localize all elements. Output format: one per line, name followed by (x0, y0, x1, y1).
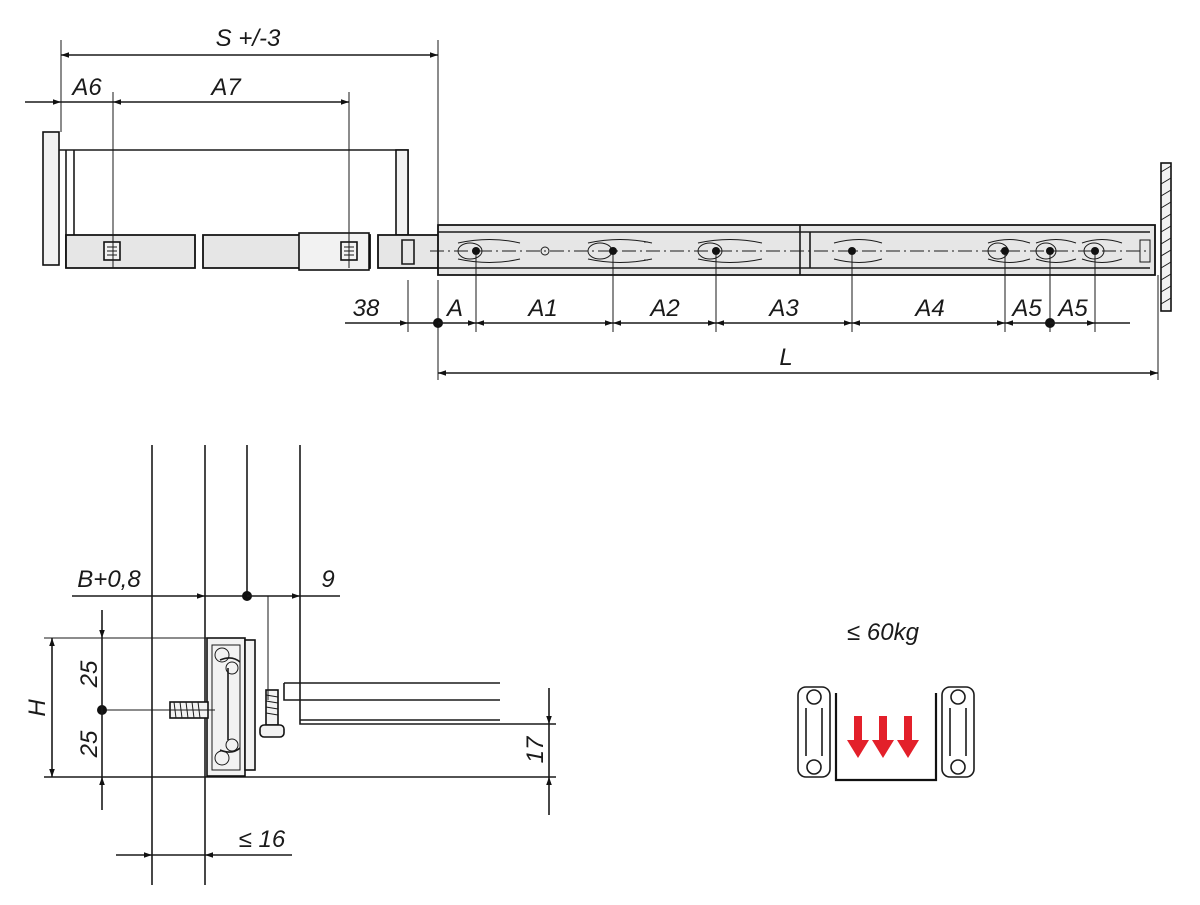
section-view: B+0,8 9 25 25 H 17 ≤ 16 (24, 445, 556, 885)
label-load: ≤ 60kg (847, 619, 920, 646)
hole-dots (472, 247, 1099, 255)
label-l: L (779, 344, 792, 371)
label-a2: A2 (648, 295, 679, 322)
label-a: A (445, 295, 463, 322)
label-a7: A7 (209, 74, 242, 101)
label-a5-left: A5 (1010, 295, 1042, 322)
side-view: S +/-3 A6 A7 38 A A1 A2 A3 A4 A5 A5 L (25, 25, 1172, 380)
label-b: B+0,8 (77, 566, 141, 593)
label-h: H (24, 699, 51, 717)
inner-rail (65, 234, 196, 269)
label-25-top: 25 (76, 660, 103, 688)
label-a1: A1 (526, 295, 557, 322)
label-16: ≤ 16 (239, 826, 286, 853)
label-17: 17 (522, 735, 549, 763)
drawer-outline-icon (834, 693, 938, 782)
load-capacity-icon: ≤ 60kg (797, 619, 975, 782)
label-s: S +/-3 (216, 25, 281, 52)
label-a3: A3 (767, 295, 799, 322)
inner-rail-block (298, 232, 370, 271)
left-slide-icon (797, 686, 831, 778)
label-9: 9 (321, 566, 334, 593)
label-38: 38 (353, 295, 380, 322)
label-a4: A4 (913, 295, 944, 322)
right-slide-icon (941, 686, 975, 778)
slide-profile (206, 637, 256, 777)
cabinet-wall (1160, 162, 1172, 312)
drawer-box-rear (395, 149, 409, 236)
clip-a6 (103, 241, 121, 261)
drawer-front-plate (42, 131, 60, 266)
label-a5-right: A5 (1056, 295, 1088, 322)
load-arrows-icon (847, 716, 919, 758)
label-25-bottom: 25 (76, 730, 103, 758)
screw-right (259, 689, 285, 738)
mounting-slots (457, 239, 1151, 263)
label-a6: A6 (70, 74, 102, 101)
